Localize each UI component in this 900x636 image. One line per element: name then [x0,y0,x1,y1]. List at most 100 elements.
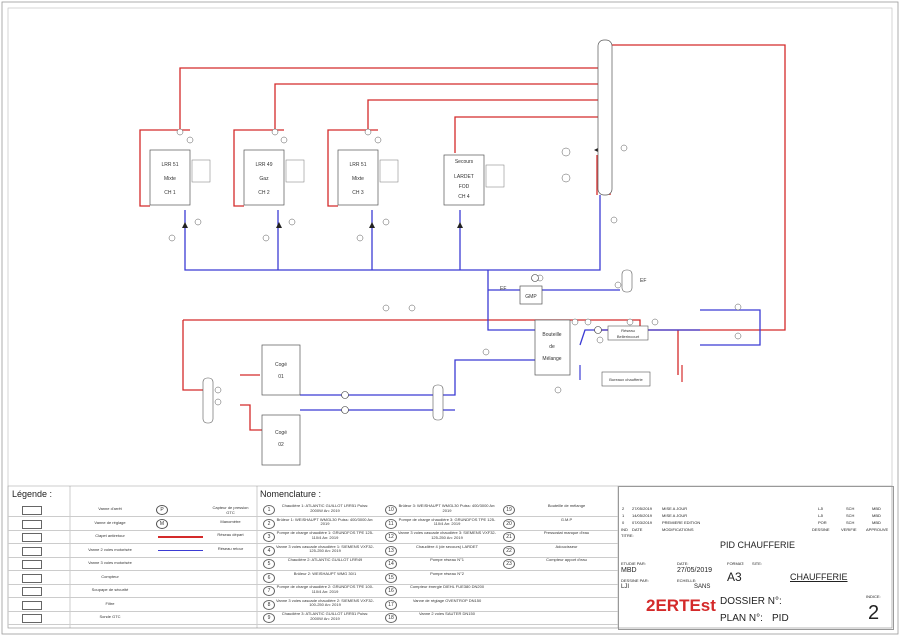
return-network [184,195,761,411]
legend-desc: Réseau départ [217,532,244,537]
nomenclature-text: Chaudière 1: ATLANTIC GUILLOT LRR51 Puis… [281,503,369,513]
nomenclature-number: 3 [263,532,275,542]
gmp-label: GMP [525,294,537,300]
nomenclature-text: Brûleur 1: WEISHAUPT WMGL30 Puiss: 400/3… [276,516,374,527]
tag-circles [168,128,742,406]
nomenclature-number: 17 [385,599,397,610]
revision-des: LJI [818,513,824,518]
legend-symbol: P [156,505,168,515]
offices-label: Bureaux chaufferie [609,377,643,382]
mixing-bottle: Bouteille de Mélange [534,319,571,376]
rev-head-ind: IND [621,527,628,532]
nomenclature-number: 4 [263,545,275,556]
nomenclature-number: 19 [503,505,515,515]
legend-desc: Capteur de pression GTC [212,505,249,515]
rev-head-app: APPROUVE [866,527,889,532]
nomenclature-text: Adoucisseur [555,543,578,549]
network-l2: Bellerincourt [617,334,640,339]
rev-head-des: DESSINE [812,527,830,532]
nomenclature-number: 21 [503,532,515,542]
nomenclature-text: Pompe réseau N°2 [430,570,464,576]
etude-label: ETUDIE PAR: [621,561,646,566]
nomenclature-text: Brûleur 3: WEISHAUPT WMGL30 Puiss: 400/3… [398,503,496,513]
boiler-ch4-l2: FOD [459,184,470,190]
site-value: CHAUFFERIE [790,572,848,582]
indice-label: INDICE: [866,594,881,599]
nomenclature-number: 23 [503,559,515,569]
legend-icon [22,600,42,610]
nomenclature-number: 14 [385,559,397,569]
cogen-02-l2: 02 [278,442,284,448]
boiler-ch2-l3: CH 2 [258,190,270,196]
legend-title: Légende : [12,489,53,499]
date-label: DATE: [677,561,689,566]
boiler-ch2-l2: Gaz [259,176,269,182]
etude-value: MBD [621,567,637,574]
legend-row: Soupape de sécurité [8,584,257,598]
network-l1: Réseau [621,328,635,333]
legend-name: Sonde GTC [99,614,121,619]
nomenclature-number: 18 [385,613,397,623]
legend-desc: Réseau retour [217,545,244,551]
dessine-value: LJI [621,584,630,590]
nomenclature-number: 8 [263,599,275,610]
revision-ver: SCH [846,513,855,518]
legend-row: Vanne 3 voies motorisée [8,557,257,571]
legend-line [158,549,203,551]
revision-des: LJI [818,506,824,511]
nomenclature-number: 11 [385,518,397,529]
boiler-ch3-l3: CH 3 [352,190,364,196]
plan-value: PID [772,613,789,624]
cogen-02: Cogé 02 [261,414,301,466]
legend-name: Vanne d'arrêt [98,506,122,511]
cogen-collector [432,384,444,421]
legend-icon [22,546,42,556]
boiler-ch1-l1: LRR 51 [162,162,179,168]
legend-name: Clapet antiretour [95,533,125,538]
nomenclature-text: Vanne 3 voies cascade chaudière 2: SIEME… [276,597,374,608]
nomenclature-text: Bouteille de mélange [547,503,586,508]
legend-icon [22,519,42,529]
legend-row: Sonde GTC [8,611,257,625]
boiler-ch4-l3: CH 4 [458,194,470,200]
boiler-ch3: LRR 51 Mixte CH 3 [337,149,399,206]
legend-desc: Manomètre [220,518,241,524]
legend-name: Vanne de réglage [94,519,126,525]
legend-row: Filtre [8,598,257,612]
legend-line [158,536,203,538]
echelle-value: SANS [694,584,711,590]
legend-icon [22,614,42,623]
revision-date: 27/05/2019 [632,506,653,511]
boiler-ch1-l2: Mixte [164,176,176,182]
legend-row: Vanne d'arrêt P Capteur de pression GTC [8,503,257,517]
rev-head-date: DATE [632,527,643,532]
nomenclature-number: 10 [385,505,397,515]
counter-symbols [341,274,602,414]
revision-ind: 0 [622,520,625,525]
revision-mod: PREMIERE EDITION [662,520,701,525]
legend-row: Compteur [8,571,257,585]
company-logo: 2ERTEst [646,596,716,615]
titre-value: PID CHAUFFERIE [720,540,796,550]
nomenclature-number: 6 [263,572,275,583]
bottle-l1: Bouteille [542,332,561,338]
nomenclature-number: 5 [263,559,275,569]
site-label: SITE: [752,561,763,566]
dessine-label: DESSINE PAR: [621,578,649,583]
revision-ind: 2 [622,506,625,511]
nomenclature-number: 1 [263,505,275,515]
legend-name: Vanne 3 voies motorisée [88,560,132,565]
boiler-ch3-l2: Mixte [352,176,364,182]
nomenclature-text: Vanne 2 voies SAUTER DN150 [419,611,475,616]
revision-date: 07/03/2019 [632,520,653,525]
legend-row: Clapet antiretour Réseau départ [8,530,257,544]
legend-name: Filtre [105,600,115,606]
cogen-01: Cogé 01 [261,344,301,396]
nomenclature-text: G.M.P [560,516,573,522]
